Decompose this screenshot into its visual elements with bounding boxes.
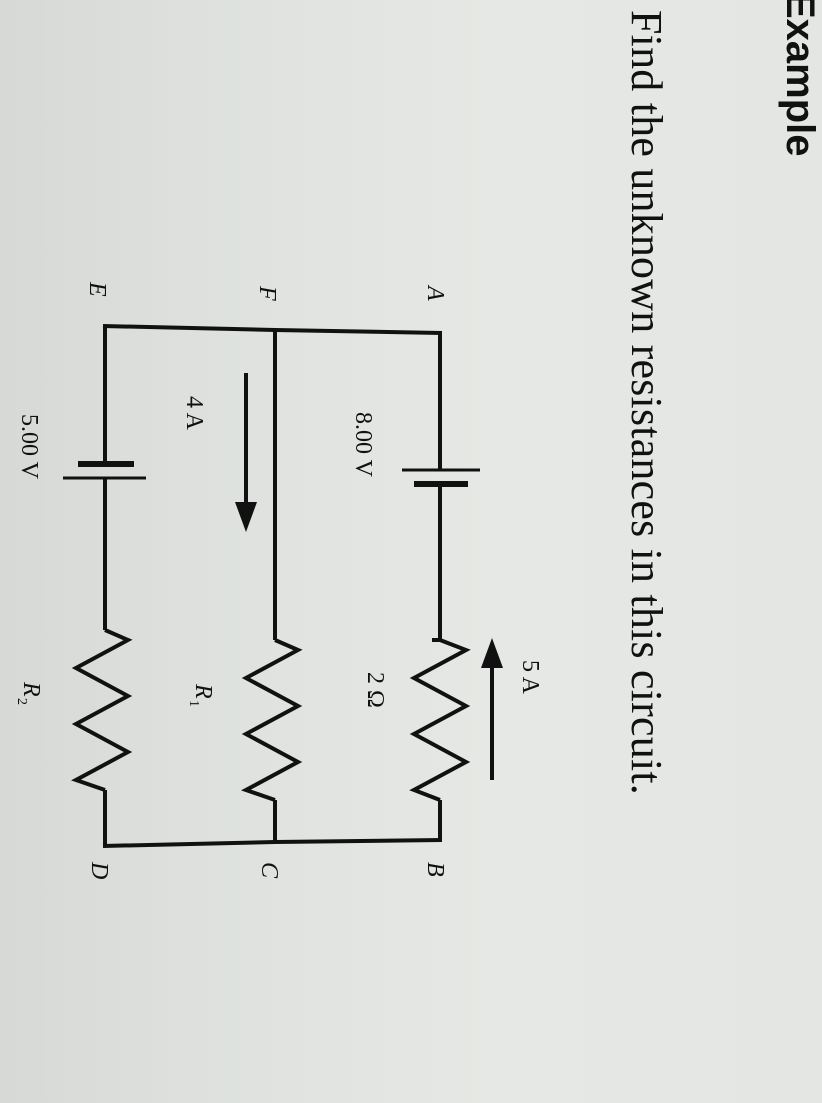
svg-text:1: 1 <box>186 700 201 707</box>
bottom-branch-wire <box>71 326 133 846</box>
node-label-b: B <box>422 862 448 877</box>
middle-branch-wire <box>241 330 303 842</box>
top-branch-wire <box>409 332 471 840</box>
node-label-f: F <box>254 285 280 301</box>
resistor-r1 <box>241 638 303 802</box>
node-label-e: E <box>84 281 110 297</box>
label-2ohm: 2 Ω <box>362 672 388 708</box>
current-arrow-5a <box>481 638 503 780</box>
node-label-d: D <box>86 861 112 879</box>
battery-8v <box>402 468 480 487</box>
label-4a: 4 A <box>181 396 207 431</box>
label-r2: R 2 <box>14 681 44 705</box>
battery-5v <box>63 461 146 480</box>
rail-e-f-a <box>102 324 443 335</box>
resistor-r2 <box>71 628 133 792</box>
current-arrow-4a <box>235 373 257 532</box>
label-5a: 5 A <box>517 660 543 695</box>
rail-d-c-b <box>102 838 443 848</box>
svg-text:R: R <box>18 681 44 697</box>
node-label-c: C <box>256 862 282 879</box>
svg-text:R: R <box>190 683 216 699</box>
label-r1: R 1 <box>186 683 216 707</box>
label-5v: 5.00 V <box>16 414 42 480</box>
resistor-2ohm <box>409 638 471 802</box>
node-label-a: A <box>422 284 448 301</box>
label-8v: 8.00 V <box>350 412 376 478</box>
svg-text:2: 2 <box>14 698 29 705</box>
